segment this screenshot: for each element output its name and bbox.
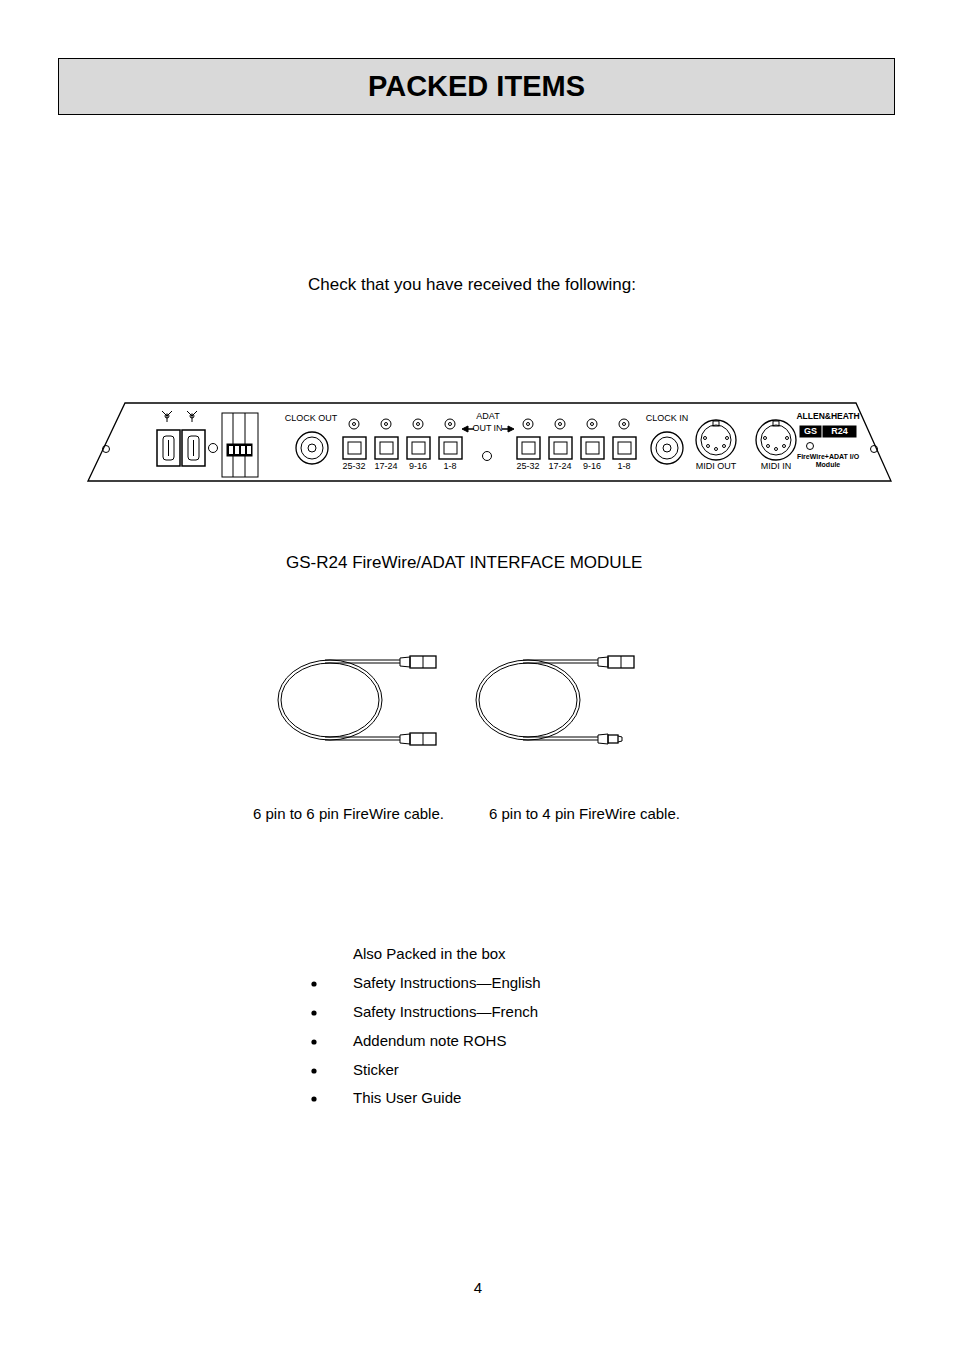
list-item: Sticker: [353, 1061, 399, 1078]
dip-switch: [222, 413, 258, 477]
port-label: IN: [494, 423, 503, 433]
bullet-dots: [311, 981, 316, 1101]
logo-box: [800, 426, 821, 437]
cable-caption: 6 pin to 6 pin FireWire cable.: [253, 805, 444, 822]
list-item: Addendum note ROHS: [353, 1032, 506, 1049]
channel-range: 17-24: [374, 461, 397, 471]
channel-range: 25-32: [342, 461, 365, 471]
module-name: FireWire+ADAT I/O Module: [793, 453, 863, 468]
led: [483, 452, 492, 461]
firewire-cables: [278, 656, 634, 745]
adat-ports: [343, 419, 636, 459]
port-label: CLOCK OUT: [285, 413, 338, 423]
channel-range: 1-8: [617, 461, 630, 471]
firewire-ports: [157, 411, 218, 466]
channel-range: 25-32: [516, 461, 539, 471]
screw-hole: [871, 446, 878, 453]
cable-caption: 6 pin to 4 pin FireWire cable.: [489, 805, 680, 822]
list-item: This User Guide: [353, 1089, 461, 1106]
title-box: PACKED ITEMS: [58, 58, 895, 115]
channel-range: 1-8: [443, 461, 456, 471]
list-item: Safety Instructions—English: [353, 974, 541, 991]
model-logo: R24: [831, 426, 848, 436]
panel-outline: [88, 403, 891, 481]
midi-connector: [696, 420, 796, 460]
brand-name: ALLEN&HEATH: [796, 412, 859, 422]
port-label: ADAT: [476, 411, 499, 421]
bnc-connector: [296, 432, 683, 464]
port-label: OUT: [473, 423, 492, 433]
led: [807, 443, 814, 450]
product-name: GS-R24 FireWire/ADAT INTERFACE MODULE: [286, 553, 642, 573]
list-item: Safety Instructions—French: [353, 1003, 538, 1020]
logo-box: [823, 426, 856, 437]
port-label: MIDI IN: [761, 461, 792, 471]
channel-range: 9-16: [409, 461, 427, 471]
intro-text: Check that you have received the followi…: [308, 275, 636, 295]
list-heading: Also Packed in the box: [353, 945, 506, 962]
port-label: CLOCK IN: [646, 413, 689, 423]
model-logo: GS: [804, 426, 817, 436]
page-number: 4: [474, 1279, 482, 1296]
port-label: MIDI OUT: [696, 461, 737, 471]
screw-hole: [103, 446, 110, 453]
channel-range: 9-16: [583, 461, 601, 471]
page-title: PACKED ITEMS: [368, 70, 585, 103]
channel-range: 17-24: [548, 461, 571, 471]
